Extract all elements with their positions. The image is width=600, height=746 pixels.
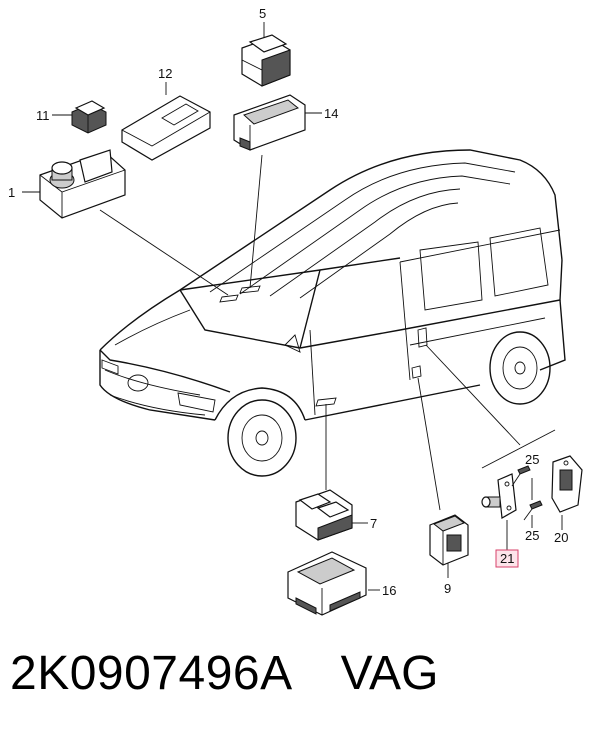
van-illustration (99, 149, 566, 477)
part-20-striker (551, 455, 583, 513)
callout-25-top: 25 (525, 452, 539, 467)
leader-lines (22, 22, 563, 591)
part-9-switch (429, 514, 469, 566)
callout-16: 16 (382, 583, 396, 598)
part-14-bezel (233, 94, 306, 151)
caption: 2K0907496A VAG (10, 650, 590, 698)
callout-5: 5 (259, 6, 266, 21)
callout-25-bottom: 25 (525, 528, 539, 543)
part-21-door-contact-switch (481, 473, 517, 519)
callout-21-highlight (495, 549, 519, 568)
part-5-switch (241, 34, 291, 87)
callout-14: 14 (324, 106, 338, 121)
part-25-screws (511, 465, 543, 521)
callout-7: 7 (370, 516, 377, 531)
part-11-switch (71, 100, 107, 134)
callout-12: 12 (158, 66, 172, 81)
part-12-cover (121, 95, 211, 161)
callout-21: 21 (500, 551, 514, 566)
part-1-mirror-switch (39, 149, 126, 219)
callout-9: 9 (444, 581, 451, 596)
callout-1: 1 (8, 185, 15, 200)
brand-name: VAG (340, 647, 439, 700)
part-16-bezel (287, 551, 367, 616)
callout-11: 11 (36, 108, 50, 123)
callout-20: 20 (554, 530, 568, 545)
part-7-window-switch (295, 489, 353, 541)
callout-labels: 1 5 7 9 11 12 14 16 20 21 25 25 (8, 6, 568, 598)
part-number: 2K0907496A (10, 647, 293, 700)
